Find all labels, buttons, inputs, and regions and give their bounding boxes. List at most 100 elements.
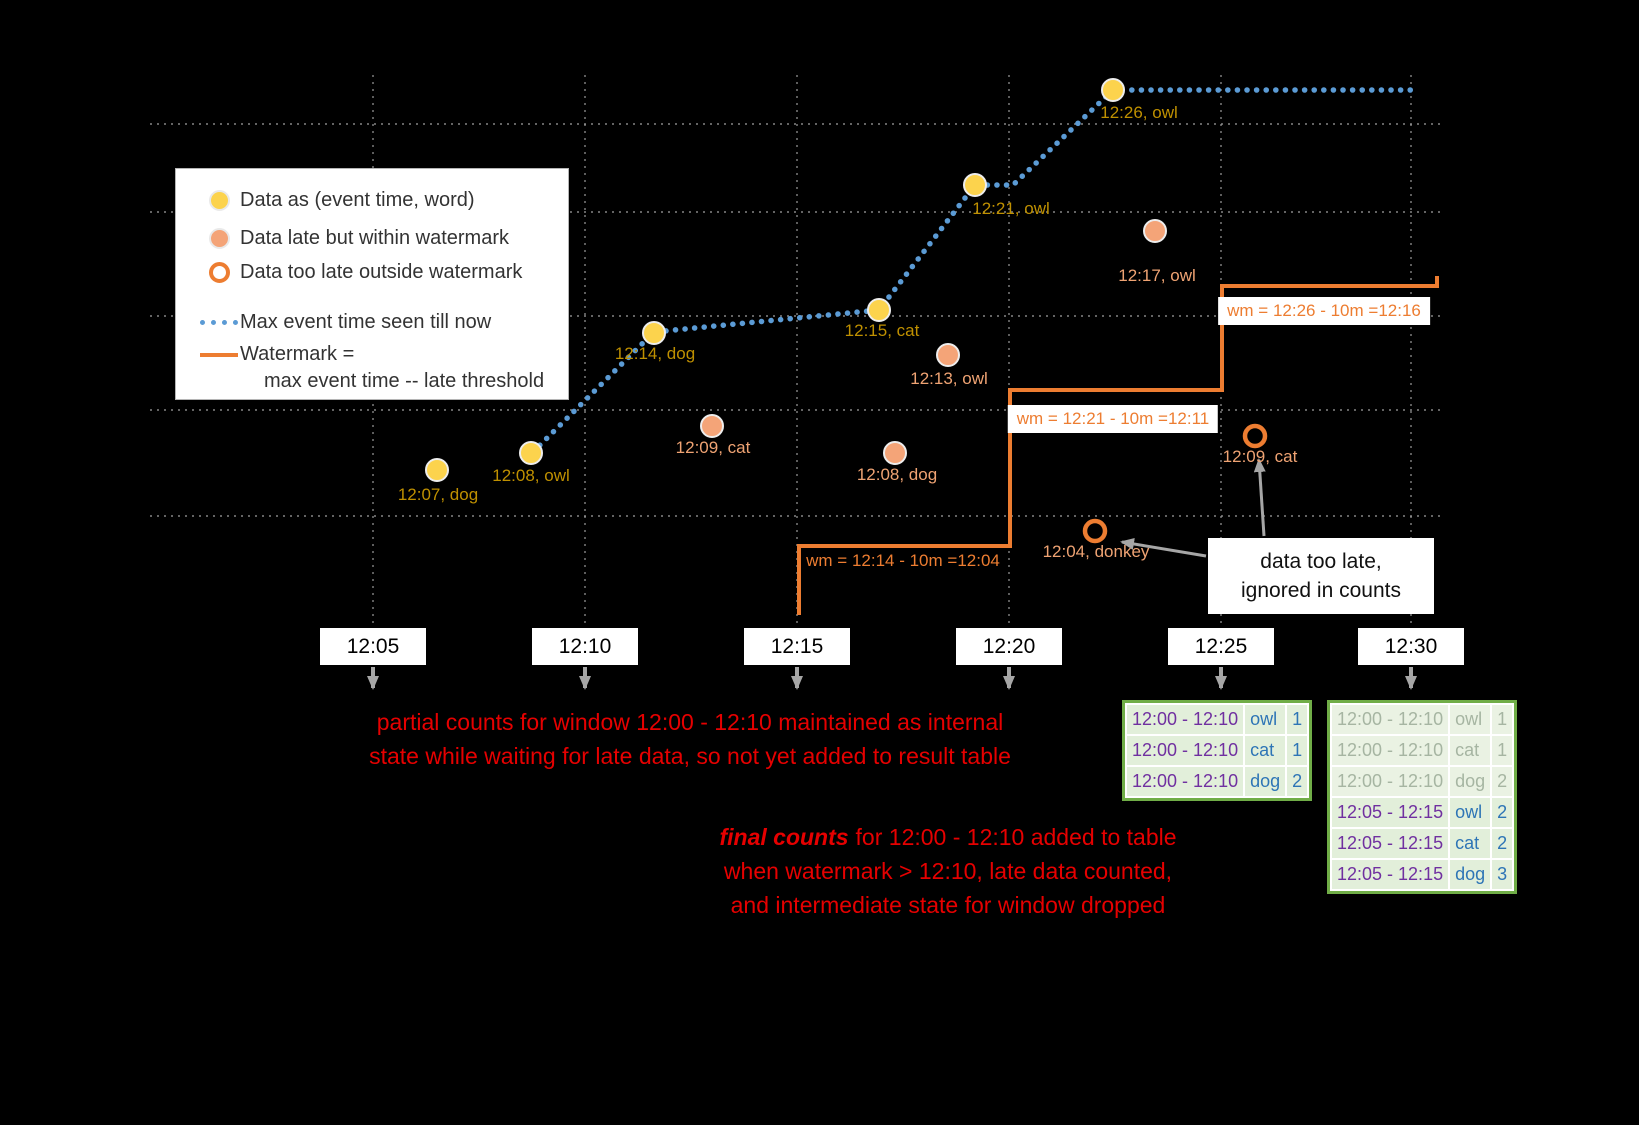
legend: Data as (event time, word) Data late but… (175, 168, 569, 400)
max-event-time-line-icon (198, 320, 240, 325)
table-cell-word: dog (1450, 767, 1491, 796)
table-cell-count: 2 (1492, 798, 1513, 827)
final-counts-line1-rest: for 12:00 - 12:10 added to table (855, 824, 1177, 850)
point-label-on-time: 12:15, cat (844, 321, 920, 340)
event-point-on-time (425, 458, 449, 482)
legend-label: Max event time seen till now (240, 311, 492, 333)
time-tick-1225: 12:25 (1168, 628, 1274, 665)
event-point-on-time (519, 441, 543, 465)
table-cell-window: 12:00 - 12:10 (1332, 767, 1449, 796)
event-point-on-time (642, 321, 666, 345)
table-cell-window: 12:00 - 12:10 (1127, 767, 1244, 796)
event-point-late (883, 441, 907, 465)
legend-label: Data as (event time, word) (240, 189, 475, 211)
too-late-callout-line1: data too late, (1260, 550, 1382, 573)
table-cell-count: 1 (1287, 705, 1308, 734)
legend-item-watermark: Watermark = max event time -- late thres… (198, 341, 544, 395)
time-tick-1210: 12:10 (532, 628, 638, 665)
legend-item-too-late: Data too late outside watermark (198, 259, 522, 286)
final-counts-emphasis: final counts (719, 824, 849, 850)
data-points (425, 78, 1268, 544)
table-cell-word: cat (1450, 829, 1491, 858)
table-cell-window: 12:00 - 12:10 (1332, 705, 1449, 734)
time-tick-1230: 12:30 (1358, 628, 1464, 665)
table-cell-count: 1 (1287, 736, 1308, 765)
partial-counts-line1: partial counts for window 12:00 - 12:10 … (376, 709, 1004, 735)
table-cell-word: dog (1245, 767, 1286, 796)
final-counts-line2: when watermark > 12:10, late data counte… (723, 858, 1173, 884)
point-label-late: 12:08, dog (856, 465, 938, 484)
time-tick-1220: 12:20 (956, 628, 1062, 665)
point-label-late: 12:17, owl (1118, 266, 1196, 285)
table-cell-window: 12:05 - 12:15 (1332, 829, 1449, 858)
point-label-on-time: 12:14, dog (614, 344, 696, 363)
legend-label: Data late but within watermark (240, 227, 510, 249)
table-cell-count: 2 (1492, 829, 1513, 858)
too-late-arrow (1253, 458, 1266, 537)
table-cell-word: owl (1450, 798, 1491, 827)
partial-counts-note: partial counts for window 12:00 - 12:10 … (369, 705, 1011, 773)
event-point-on-time (1101, 78, 1125, 102)
table-cell-count: 3 (1492, 860, 1513, 889)
too-late-callout: data too late, ignored in counts (1208, 538, 1434, 614)
point-label-late: 12:09, cat (675, 438, 751, 457)
table-cell-window: 12:05 - 12:15 (1332, 860, 1449, 889)
table-cell-window: 12:00 - 12:10 (1127, 736, 1244, 765)
point-label-on-time: 12:08, owl (492, 466, 570, 485)
point-label-late: 12:13, owl (910, 369, 988, 388)
table-cell-count: 1 (1492, 705, 1513, 734)
point-label-too-late: 12:04, donkey (1042, 542, 1150, 561)
too-late-callout-line2: ignored in counts (1241, 579, 1401, 602)
too-late-arrow (1120, 538, 1207, 558)
legend-label: Data too late outside watermark (240, 261, 523, 283)
watermark-caption: wm = 12:21 - 10m =12:11 (1007, 405, 1219, 433)
watermark-caption: wm = 12:26 - 10m =12:16 (1218, 297, 1430, 325)
late-dot-icon (198, 228, 240, 249)
table-cell-word: dog (1450, 860, 1491, 889)
event-point-late (700, 414, 724, 438)
watermark-line (797, 276, 1439, 615)
table-cell-word: cat (1245, 736, 1286, 765)
point-label-too-late: 12:09, cat (1222, 447, 1298, 466)
legend-item-max-event-time: Max event time seen till now (198, 309, 491, 336)
event-point-late (1143, 219, 1167, 243)
legend-watermark-text: Watermark = max event time -- late thres… (240, 341, 544, 395)
max-event-time-line (530, 87, 1418, 455)
table-cell-count: 1 (1492, 736, 1513, 765)
watermark-caption: wm = 12:14 - 10m =12:04 (806, 551, 1000, 570)
event-point-on-time (963, 173, 987, 197)
point-label-on-time: 12:26, owl (1100, 103, 1178, 122)
table-cell-word: cat (1450, 736, 1491, 765)
table-cell-count: 2 (1287, 767, 1308, 796)
point-label-on-time: 12:21, owl (972, 199, 1050, 218)
legend-label: Watermark = (240, 343, 355, 365)
table-cell-window: 12:00 - 12:10 (1332, 736, 1449, 765)
point-label-on-time: 12:07, dog (397, 485, 479, 504)
table-cell-word: owl (1245, 705, 1286, 734)
legend-label-line2: max event time -- late threshold (264, 370, 545, 392)
table-cell-window: 12:05 - 12:15 (1332, 798, 1449, 827)
legend-item-late: Data late but within watermark (198, 225, 509, 252)
legend-item-on-time: Data as (event time, word) (198, 187, 475, 214)
time-tick-1215: 12:15 (744, 628, 850, 665)
event-point-on-time (867, 298, 891, 322)
final-counts-line3: and intermediate state for window droppe… (730, 892, 1166, 918)
table-cell-window: 12:00 - 12:10 (1127, 705, 1244, 734)
on-time-dot-icon (198, 190, 240, 211)
partial-counts-line2: state while waiting for late data, so no… (369, 743, 1011, 769)
too-late-dot-icon (198, 262, 240, 283)
watermark-line-icon (198, 353, 240, 357)
event-point-too-late (1242, 423, 1268, 449)
